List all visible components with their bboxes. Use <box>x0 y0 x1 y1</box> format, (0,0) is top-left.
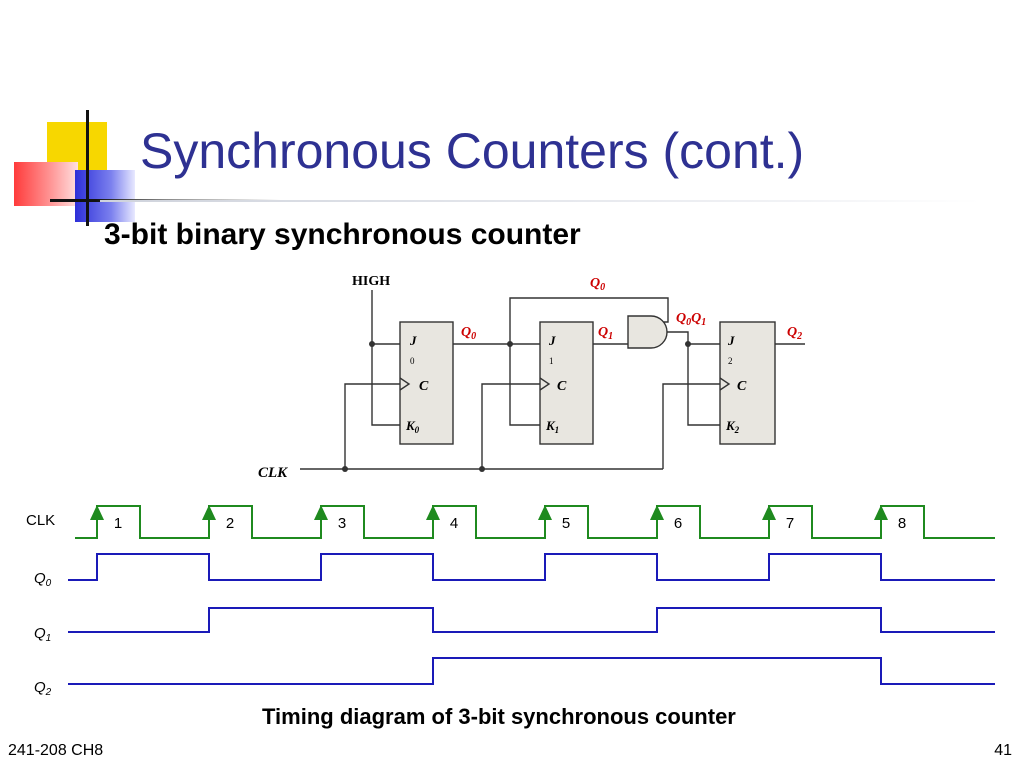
title-decoration-blue-square <box>75 170 135 222</box>
and-to-j2-wire <box>667 331 720 345</box>
flipflop-0-box <box>399 321 454 445</box>
clk-rising-edge-arrow-6 <box>650 505 664 520</box>
slide-title: Synchronous Counters (cont.) <box>140 123 805 179</box>
clk-to-ff2-wire <box>662 383 720 469</box>
high-label: HIGH <box>352 274 390 289</box>
clk-waveform <box>75 505 995 539</box>
q2-wave-line <box>68 657 995 685</box>
timing-caption: Timing diagram of 3-bit synchronous coun… <box>262 704 736 729</box>
ff2-clock-symbol <box>719 377 731 391</box>
ff1-k-label: K1 <box>545 418 559 435</box>
timing-q2-label: Q2 <box>34 679 52 698</box>
clk-to-ff1-wire <box>481 383 540 469</box>
footer-page-number: 41 <box>994 742 1012 759</box>
footer-course-code: 241-208 CH8 <box>8 742 104 759</box>
and-to-k2-wire <box>687 344 720 426</box>
ff2-j-sub-label: 2 <box>728 356 733 366</box>
ff0-k-label: K0 <box>405 418 420 435</box>
ff0-clock-symbol <box>399 377 411 391</box>
ff0-j-sub-label: 0 <box>410 356 415 366</box>
gate-input-top-label: Q0 <box>590 276 605 293</box>
title-decoration-vertical-line <box>86 110 89 226</box>
timing-q0-label: Q0 <box>34 570 52 589</box>
clk-rising-edge-arrow-8 <box>874 505 888 520</box>
and-gate <box>627 315 668 349</box>
high-wire <box>371 290 400 426</box>
ff0-q-label: Q0 <box>461 325 476 342</box>
ff2-k-label: K2 <box>725 418 740 435</box>
q1-wave-line <box>68 607 995 633</box>
clk-rising-edge-arrow-1 <box>90 505 104 520</box>
clk-rising-edge-arrow-7 <box>762 505 776 520</box>
clk-pulse-number-3: 3 <box>338 515 346 532</box>
clk-rising-edge-arrow-2 <box>202 505 216 520</box>
ff2-j-label: J <box>727 333 735 348</box>
clk-rising-edge-arrow-4 <box>426 505 440 520</box>
ff0-j-label: J <box>409 333 417 348</box>
ff2-q-label: Q2 <box>787 325 802 342</box>
clk-pulse-number-5: 5 <box>562 515 570 532</box>
q0-to-k1-wire <box>509 344 540 426</box>
circuit-schematic <box>300 290 805 470</box>
ff1-clock-symbol <box>539 377 551 391</box>
ff1-c-label: C <box>557 379 567 394</box>
clk-pulse-number-2: 2 <box>226 515 234 532</box>
timing-clk-label: CLK <box>26 512 55 529</box>
clk-to-ff0-wire <box>344 383 400 469</box>
clk-pulse-numbers: 1 2 3 4 5 6 7 8 <box>114 515 906 532</box>
ff1-j-label: J <box>548 333 556 348</box>
ff2-c-label: C <box>737 379 747 394</box>
ff1-q-label: Q1 <box>598 325 613 342</box>
timing-diagram: CLK Q0 Q1 Q2 1 2 3 4 5 6 7 8 <box>26 505 995 698</box>
ff1-j-sub-label: 1 <box>549 356 554 366</box>
q0-wave-line <box>68 553 995 581</box>
ff0-c-label: C <box>419 379 429 394</box>
flipflop-1-box <box>539 321 594 445</box>
clk-pulse-number-8: 8 <box>898 515 906 532</box>
circuit-clk-label: CLK <box>258 465 288 481</box>
circuit-junctions <box>342 341 691 472</box>
q-waveforms <box>68 553 995 685</box>
circuit-labels: HIGH CLK Q0 Q0Q1 J 0 C K0 Q0 J 1 C K1 Q1… <box>258 274 802 481</box>
flipflop-2-box <box>719 321 776 445</box>
clk-pulse-number-7: 7 <box>786 515 794 532</box>
title-decoration-red-bar <box>14 162 78 206</box>
clk-pulse-number-6: 6 <box>674 515 682 532</box>
slide-subtitle: 3-bit binary synchronous counter <box>104 218 581 251</box>
timing-q1-label: Q1 <box>34 625 51 644</box>
clk-rising-edge-arrow-3 <box>314 505 328 520</box>
clk-wave-line <box>75 505 995 539</box>
clk-rising-edge-arrow-5 <box>538 505 552 520</box>
clk-pulse-number-4: 4 <box>450 515 458 532</box>
clk-pulse-number-1: 1 <box>114 515 122 532</box>
gate-output-label: Q0Q1 <box>676 311 706 328</box>
title-underline <box>100 200 980 202</box>
